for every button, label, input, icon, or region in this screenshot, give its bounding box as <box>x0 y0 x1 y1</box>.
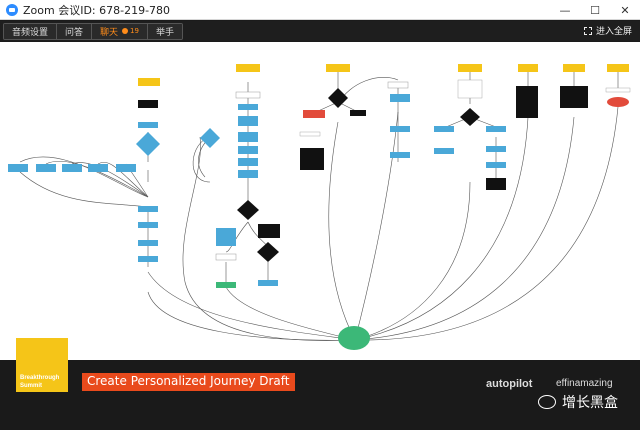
decision-node <box>136 132 160 156</box>
close-button[interactable]: ✕ <box>620 3 630 17</box>
action-node <box>138 222 158 228</box>
watermark-text: 增长黑盒 <box>562 395 618 411</box>
action-node <box>486 126 506 132</box>
action-node <box>138 122 158 128</box>
goal-node <box>338 326 370 350</box>
trigger-node <box>607 64 629 72</box>
action-node <box>238 170 258 178</box>
note-node <box>387 81 409 89</box>
action-node <box>238 104 258 110</box>
note-node <box>560 86 588 108</box>
action-node <box>88 164 108 172</box>
effinamazing-logo: effinamazing <box>556 378 613 389</box>
meeting-toolbar: 音频设置 问答 聊天 19 举手 <box>0 21 640 41</box>
decision-node <box>460 108 480 126</box>
raise-hand-button[interactable]: 举手 <box>147 23 182 39</box>
wechat-watermark: 增长黑盒 <box>538 392 618 412</box>
watermark-bar <box>0 405 640 430</box>
action-node <box>258 280 278 286</box>
journey-flowchart <box>8 64 631 350</box>
note-node <box>300 148 324 170</box>
action-node <box>62 164 82 172</box>
trigger-node <box>458 64 482 72</box>
trigger-node <box>563 64 585 72</box>
note-node <box>235 91 261 99</box>
minimize-button[interactable]: — <box>559 3 571 17</box>
action-node <box>434 148 454 154</box>
window-titlebar: Zoom 会议ID: 678-219-780 — ☐ ✕ <box>0 0 640 20</box>
window-title: Zoom 会议ID: 678-219-780 <box>23 3 171 17</box>
chat-label: 聊天 <box>100 27 119 38</box>
toolbar-button-group: 音频设置 问答 聊天 19 举手 <box>3 22 183 40</box>
action-node <box>486 146 506 152</box>
action-node <box>216 228 236 246</box>
note-node <box>299 131 321 137</box>
summit-logo-line2: Summit <box>20 383 43 389</box>
chat-button[interactable]: 聊天 19 <box>92 23 148 39</box>
decision-node <box>237 200 259 220</box>
action-node <box>238 158 258 166</box>
action-node <box>238 132 258 142</box>
slide-caption: Create Personalized Journey Draft <box>82 373 295 391</box>
action-node <box>486 162 506 168</box>
maximize-button[interactable]: ☐ <box>590 3 600 17</box>
trigger-node <box>236 64 260 72</box>
zoom-app-icon <box>6 3 18 16</box>
autopilot-logo: autopilot <box>486 378 533 390</box>
action-node <box>138 256 158 262</box>
action-node <box>238 146 258 154</box>
trigger-node <box>326 64 350 72</box>
window-controls: — ☐ ✕ <box>550 0 640 20</box>
action-node <box>116 164 136 172</box>
wechat-icon <box>538 395 556 409</box>
note-node <box>457 79 483 99</box>
chat-badge-count: 19 <box>130 27 139 35</box>
decision-node <box>200 128 220 148</box>
decision-node <box>257 242 279 262</box>
audio-settings-button[interactable]: 音频设置 <box>4 23 58 39</box>
action-node <box>138 100 158 108</box>
action-node <box>138 206 158 212</box>
trigger-node <box>518 64 538 72</box>
shared-screen <box>0 42 640 360</box>
end-node <box>607 97 629 107</box>
qa-button[interactable]: 问答 <box>57 23 93 39</box>
summit-logo: Breakthrough Summit <box>16 338 68 392</box>
note-node <box>215 253 237 261</box>
action-node <box>36 164 56 172</box>
chat-badge-dot <box>122 28 129 34</box>
action-node <box>390 94 410 102</box>
action-node <box>434 126 454 132</box>
fullscreen-icon <box>583 26 592 35</box>
decision-node <box>328 88 348 108</box>
action-node <box>238 116 258 126</box>
action-node <box>138 240 158 246</box>
action-node <box>8 164 28 172</box>
fullscreen-button[interactable]: 进入全屏 <box>583 24 632 37</box>
trigger-node <box>138 78 160 86</box>
action-node <box>390 152 410 158</box>
flow-nodes <box>8 64 631 350</box>
note-node <box>258 224 280 238</box>
fullscreen-label: 进入全屏 <box>595 27 632 37</box>
note-node <box>516 86 538 118</box>
note-node <box>605 87 631 93</box>
action-node <box>390 126 410 132</box>
action-node <box>350 110 366 116</box>
exit-node <box>303 110 325 118</box>
note-node <box>486 178 506 190</box>
goal-node <box>216 282 236 288</box>
summit-logo-line1: Breakthrough <box>20 375 60 381</box>
